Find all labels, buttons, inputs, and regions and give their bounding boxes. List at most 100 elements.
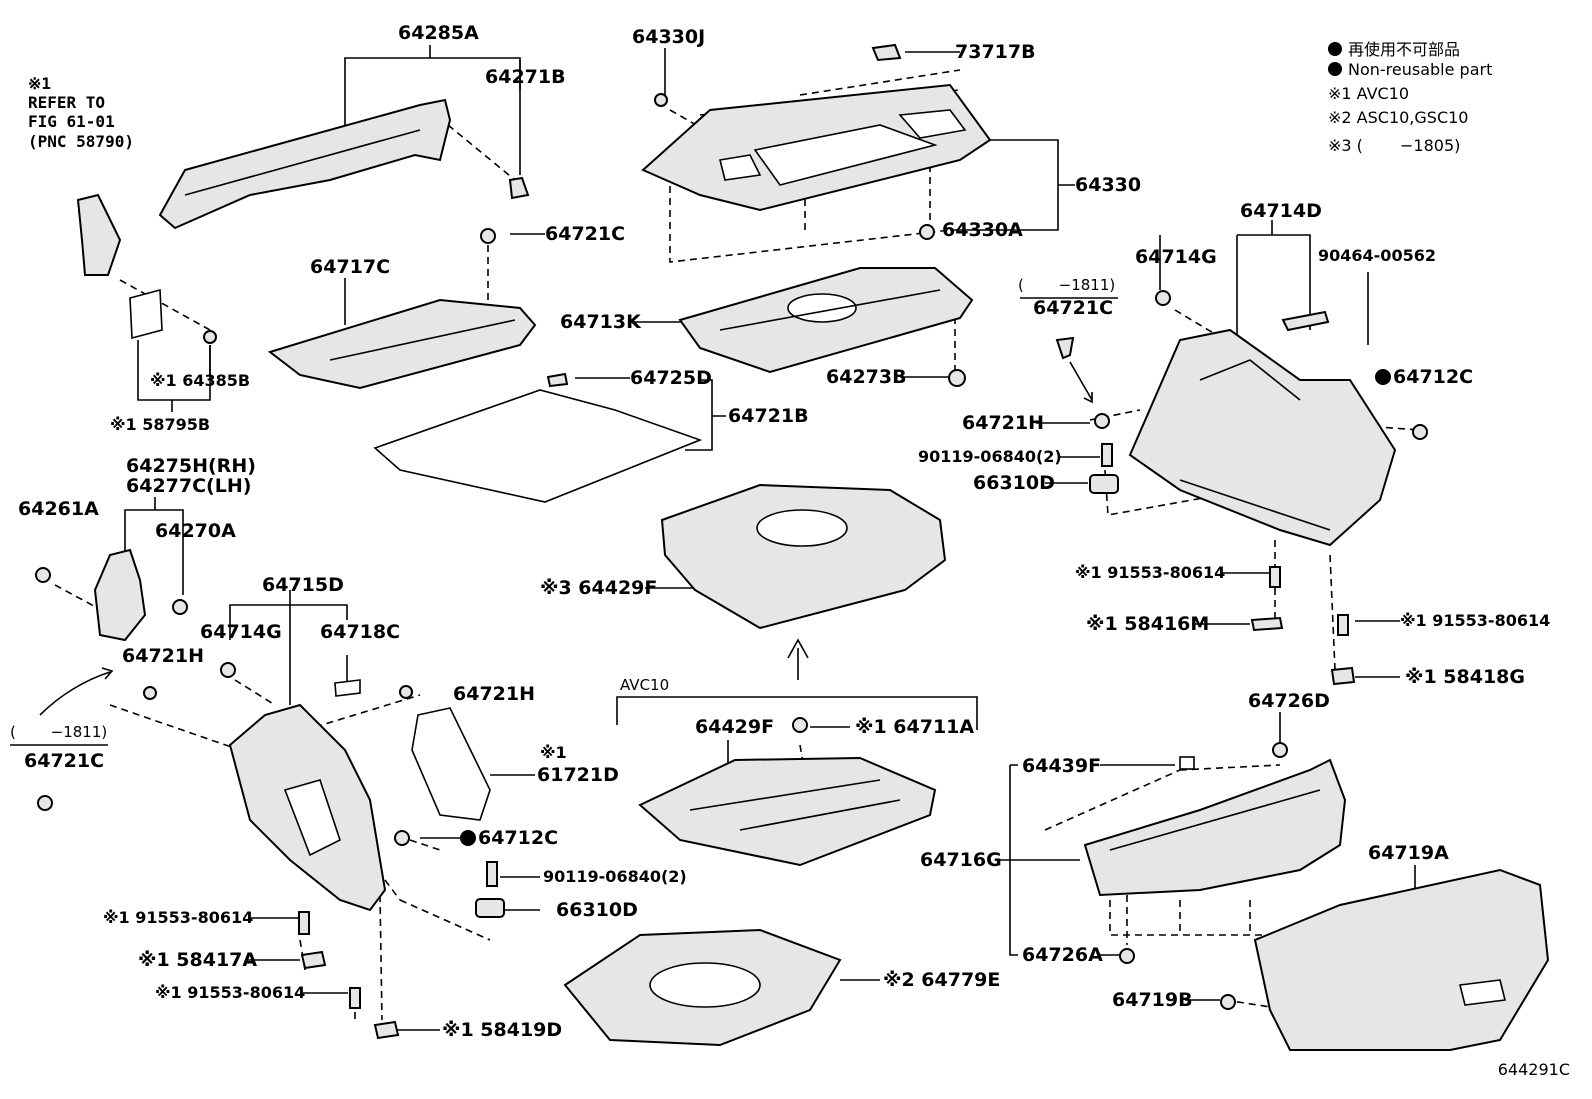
label-1811-l: ( −1811) — [10, 723, 108, 741]
label-64721h-r: 64721H — [962, 412, 1045, 434]
label-64721c-l: 64721C — [24, 750, 105, 772]
label-64275h: 64275H(RH) — [126, 455, 256, 477]
label-64330: 64330 — [1075, 174, 1142, 196]
label-64716g: 64716G — [920, 849, 1002, 871]
label-64714g-l: 64714G — [200, 621, 282, 643]
part-64270a-clip — [172, 599, 188, 615]
part-64726a-clip — [1119, 948, 1135, 964]
part-90119-bolt-r — [1101, 443, 1113, 467]
part-64721h-clip-l2 — [399, 685, 413, 699]
part-90119-bolt-l — [486, 861, 498, 887]
label-64277c: 64277C(LH) — [126, 475, 252, 497]
part-66310d-grommet-l — [475, 898, 505, 918]
part-64719b-clip — [1220, 994, 1236, 1010]
label-58418g: ※1 58418G — [1405, 666, 1526, 688]
part-58795b-bracket — [76, 193, 163, 340]
label-64285a: 64285A — [398, 22, 479, 44]
part-64721h-clip-r — [1094, 413, 1110, 429]
label-66310d-l: 66310D — [556, 899, 638, 921]
refer-line4: (PNC 58790) — [28, 131, 134, 151]
part-64271b-clip — [508, 176, 530, 200]
label-64715d: 64715D — [262, 574, 344, 596]
label-64718c: 64718C — [320, 621, 401, 643]
part-64429f-spare-tray-avc — [638, 756, 937, 867]
part-58419d-bracket — [373, 1020, 400, 1040]
part-58418g-bracket — [1330, 666, 1356, 686]
label-64726a: 64726A — [1022, 944, 1103, 966]
label-64261a: 64261A — [18, 498, 99, 520]
part-64712c-nut-l — [394, 830, 410, 846]
leader-lines — [10, 45, 1416, 1031]
arrow-r — [1069, 361, 1093, 404]
label-64721h-l1: 64721H — [122, 645, 205, 667]
part-64718c-pad — [334, 679, 361, 697]
label-58419d: ※1 58419D — [442, 1019, 563, 1041]
label-64714g-r: 64714G — [1135, 246, 1217, 268]
label-64721b: 64721B — [728, 405, 809, 427]
label-64270a: 64270A — [155, 520, 236, 542]
part-58416m-bracket — [1250, 616, 1284, 632]
label-61721d-note: ※1 — [540, 743, 567, 762]
arrow-up — [787, 638, 809, 680]
label-64712c-r: 64712C — [1375, 368, 1473, 387]
part-64721c-clip-l — [37, 795, 53, 811]
part-64285a-garnish — [158, 98, 452, 230]
part-91553-bolt-l2 — [349, 987, 361, 1009]
label-64385b: ※1 64385B — [150, 371, 251, 390]
part-73717b-cap — [871, 43, 902, 62]
part-66310d-grommet-r — [1089, 474, 1119, 494]
part-91553-bolt-l1 — [298, 911, 310, 935]
legend: 再使用不可部品 Non-reusable part ※1 AVC10 ※2 AS… — [1328, 36, 1492, 156]
part-64714g-clip-r — [1155, 290, 1171, 306]
part-64726d-clip — [1272, 742, 1288, 758]
label-avc10: AVC10 — [620, 676, 670, 694]
part-64330-package-tray — [641, 83, 992, 212]
part-64713k-floor-board — [678, 267, 974, 374]
legend-note3: ※3 ( −1805) — [1328, 136, 1461, 155]
label-64271b: 64271B — [485, 66, 566, 88]
part-64721h-clip-l1 — [143, 686, 157, 700]
label-61721d: 61721D — [537, 764, 619, 786]
refer-line3: FIG 61-01 — [28, 112, 115, 132]
label-58416m: ※1 58416M — [1086, 613, 1210, 635]
label-64330j: 64330J — [632, 26, 706, 48]
part-64385b-clip — [203, 330, 217, 344]
part-91553-bolt-r2 — [1337, 614, 1349, 636]
label-64429f-star: ※3 64429F — [540, 577, 658, 599]
part-64712c-nut-r — [1412, 424, 1428, 440]
refer-note: ※1 REFER TO FIG 61-01 (PNC 58790) — [28, 74, 134, 151]
label-64273b: 64273B — [826, 366, 907, 388]
part-64715d-side-trim-lh — [228, 703, 387, 912]
label-64779e: ※2 64779E — [883, 969, 1001, 991]
part-64330j-clip — [654, 93, 668, 107]
part-64714d-side-trim-rh — [1128, 328, 1397, 547]
label-90119-l: 90119-06840(2) — [543, 867, 687, 886]
part-64711a-clip — [792, 717, 808, 733]
legend-note2: ※2 ASC10,GSC10 — [1328, 108, 1469, 127]
label-64725d: 64725D — [630, 367, 712, 389]
part-90464-clip — [1281, 310, 1330, 332]
part-64717c-mat — [267, 298, 537, 390]
label-58417a: ※1 58417A — [138, 949, 258, 971]
label-90464: 90464-00562 — [1318, 246, 1436, 265]
part-64714g-clip-l — [220, 662, 236, 678]
legend-line1: 再使用不可部品 — [1348, 40, 1461, 59]
part-64261a-clip — [35, 567, 51, 583]
label-64713k: 64713K — [560, 311, 641, 333]
label-91553-l2: ※1 91553-80614 — [155, 983, 306, 1002]
part-64273b-clip — [948, 369, 966, 387]
label-73717b: 73717B — [955, 41, 1036, 63]
part-58417a-bracket — [300, 950, 327, 970]
part-64275h-bracket — [93, 548, 147, 642]
refer-line1: ※1 — [28, 74, 52, 93]
label-64714d: 64714D — [1240, 200, 1322, 222]
label-64711a: ※1 64711A — [855, 716, 975, 738]
label-64721c-r: 64721C — [1033, 297, 1114, 319]
label-91553-r1: ※1 91553-80614 — [1075, 563, 1226, 582]
label-64439f: 64439F — [1022, 755, 1102, 777]
legend-line2: Non-reusable part — [1348, 60, 1493, 79]
label-58795b: ※1 58795B — [110, 415, 211, 434]
figure-id: 644291C — [1497, 1060, 1570, 1079]
part-91553-bolt-r1 — [1269, 566, 1281, 588]
